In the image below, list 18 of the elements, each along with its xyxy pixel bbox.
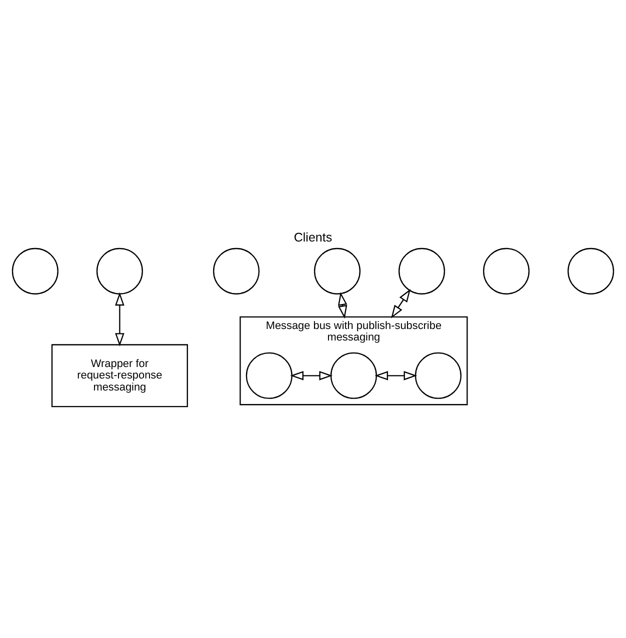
arrow: [391, 288, 411, 318]
node-circle: [414, 352, 462, 398]
node-circle: [398, 247, 446, 294]
arrow: [290, 370, 333, 380]
arrow: [374, 370, 418, 380]
arrow: [338, 292, 348, 318]
diagram-title: Clients: [294, 230, 332, 244]
node-circle: [314, 247, 361, 294]
node-circle: [12, 247, 58, 294]
cluster: Message bus with publish-subscribe messaging: [240, 316, 468, 405]
node-box: Wrapper for request-response messaging: [51, 344, 188, 407]
arrow: [115, 292, 124, 346]
node-circle: [330, 352, 377, 398]
node-circle: [213, 247, 260, 294]
node-circle: [568, 247, 614, 294]
node-circle: [96, 247, 143, 294]
node-circle: [246, 352, 292, 398]
node-circle: [483, 247, 530, 294]
